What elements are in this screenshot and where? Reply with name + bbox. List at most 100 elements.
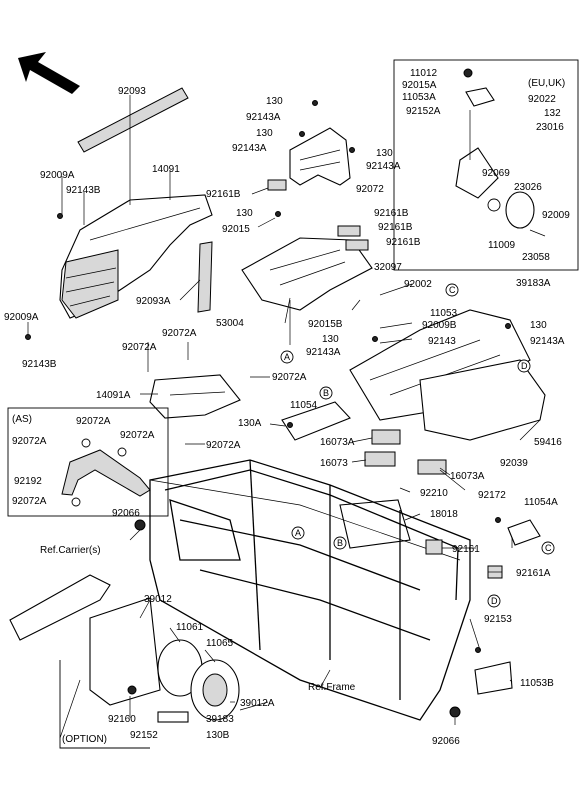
eu-11009: 11009 <box>488 240 516 251</box>
label-92072A-c: 92072A <box>272 372 307 383</box>
eu-92015A: 92015A <box>402 80 437 91</box>
part-14091-fender[interactable] <box>59 194 213 319</box>
label-92160: 92160 <box>108 714 136 725</box>
eu-92009: 92009 <box>542 210 570 221</box>
label-11053B: 11053B <box>520 678 554 689</box>
label-92152: 92152 <box>130 730 158 741</box>
callout-markers: A A B B C C D D <box>280 283 555 608</box>
as-title: (AS) <box>12 414 32 425</box>
label-130A: 130A <box>238 418 262 429</box>
label-59416: 59416 <box>534 437 562 448</box>
label-92002: 92002 <box>404 279 432 290</box>
label-ref-carrier: Ref.Carrier(s) <box>40 545 101 556</box>
label-130-a: 130 <box>266 96 283 107</box>
part-18018-plate[interactable] <box>339 499 411 549</box>
label-92009A-left: 92009A <box>4 312 39 323</box>
label-130B: 130B <box>206 730 230 741</box>
label-130-b: 130 <box>256 128 273 139</box>
label-130-d: 130 <box>236 208 253 219</box>
label-14091A: 14091A <box>96 390 131 401</box>
as-92072A-2: 92072A <box>12 436 47 447</box>
label-130-e: 130 <box>322 334 339 345</box>
label-92161B-d: 92161B <box>386 237 421 248</box>
label-92039: 92039 <box>500 458 528 469</box>
label-92143: 92143 <box>428 336 456 347</box>
callout-a-top: A <box>284 352 290 362</box>
label-92072: 92072 <box>356 184 384 195</box>
label-92143B-left: 92143B <box>22 359 57 370</box>
label-92143B-top: 92143B <box>66 185 101 196</box>
leader-lines <box>27 95 541 739</box>
label-11054: 11054 <box>290 400 318 411</box>
label-39012: 39012 <box>144 594 172 605</box>
label-11054A: 11054A <box>524 497 558 508</box>
part-92093A-strip[interactable] <box>197 241 213 313</box>
label-92015B: 92015B <box>308 319 343 330</box>
part-32097-panel[interactable] <box>241 179 373 311</box>
label-11061: 11061 <box>176 622 204 633</box>
label-92093A: 92093A <box>136 296 171 307</box>
label-92153: 92153 <box>484 614 512 625</box>
label-92161A: 92161A <box>516 568 551 579</box>
label-14091: 14091 <box>152 164 180 175</box>
as-92072A-1: 92072A <box>76 416 111 427</box>
label-92143A-d: 92143A <box>306 347 341 358</box>
part-16073-pads[interactable] <box>364 429 447 475</box>
hardware-bolts <box>25 100 541 718</box>
option-winch-assembly[interactable] <box>89 597 240 723</box>
eu-title: (EU,UK) <box>528 78 565 89</box>
callout-d-top: D <box>521 361 528 371</box>
label-92143A-b: 92143A <box>232 143 267 154</box>
as-box-labels: (AS) 92072A 92072A 92072A 92192 92072A <box>12 414 155 507</box>
label-130-f: 130 <box>530 320 547 331</box>
callout-c-top: C <box>449 285 456 295</box>
callout-b-top: B <box>323 388 329 398</box>
eu-92022: 92022 <box>528 94 556 105</box>
part-14091A-guard[interactable] <box>149 374 241 419</box>
label-92161B-c: 92161B <box>378 222 413 233</box>
label-11053: 11053 <box>430 308 458 319</box>
label-ref-frame: Ref.Frame <box>308 682 356 693</box>
label-16073A-b: 16073A <box>450 471 485 482</box>
label-18018: 18018 <box>430 509 458 520</box>
as-92192: 92192 <box>14 476 42 487</box>
label-11065: 11065 <box>206 638 234 649</box>
eu-92069: 92069 <box>482 168 510 179</box>
label-92009A-top: 92009A <box>40 170 75 181</box>
eu-23026: 23026 <box>514 182 542 193</box>
part-11054-bracket[interactable] <box>281 401 351 441</box>
label-39012A: 39012A <box>240 698 275 709</box>
label-option: (OPTION) <box>62 734 107 745</box>
label-92161B-b: 92161B <box>374 208 409 219</box>
label-92172: 92172 <box>478 490 506 501</box>
eu-92152A: 92152A <box>406 106 441 117</box>
label-92161: 92161 <box>452 544 480 555</box>
label-92072A-b: 92072A <box>122 342 157 353</box>
as-92072A-3: 92072A <box>120 430 155 441</box>
label-16073: 16073 <box>320 458 348 469</box>
callout-d-bottom: D <box>491 596 498 606</box>
label-92161B-a: 92161B <box>206 189 241 200</box>
label-92009B: 92009B <box>422 320 457 331</box>
label-92072A-d: 92072A <box>206 440 241 451</box>
eu-11053A: 11053A <box>402 92 436 103</box>
direction-arrow-icon <box>18 52 80 94</box>
label-32097: 32097 <box>374 262 402 273</box>
part-labels: 92093 92009A 92143B 14091 92093A 92009A … <box>4 86 565 747</box>
inset-as-box <box>7 407 169 517</box>
part-main-frame[interactable] <box>149 459 471 721</box>
option-box <box>59 660 150 749</box>
part-92093-strip[interactable] <box>77 87 189 153</box>
callout-b-bottom: B <box>337 538 343 548</box>
label-92210: 92210 <box>420 488 448 499</box>
ref-carrier-bracket <box>9 574 111 641</box>
eu-23058: 23058 <box>522 252 550 263</box>
label-92072A-a: 92072A <box>162 328 197 339</box>
part-92072-bracket[interactable] <box>289 127 351 186</box>
eu-11012: 11012 <box>410 68 438 79</box>
label-92066-a: 92066 <box>112 508 140 519</box>
label-92066-b: 92066 <box>432 736 460 747</box>
eu-132: 132 <box>544 108 561 119</box>
label-92143A-c: 92143A <box>366 161 401 172</box>
